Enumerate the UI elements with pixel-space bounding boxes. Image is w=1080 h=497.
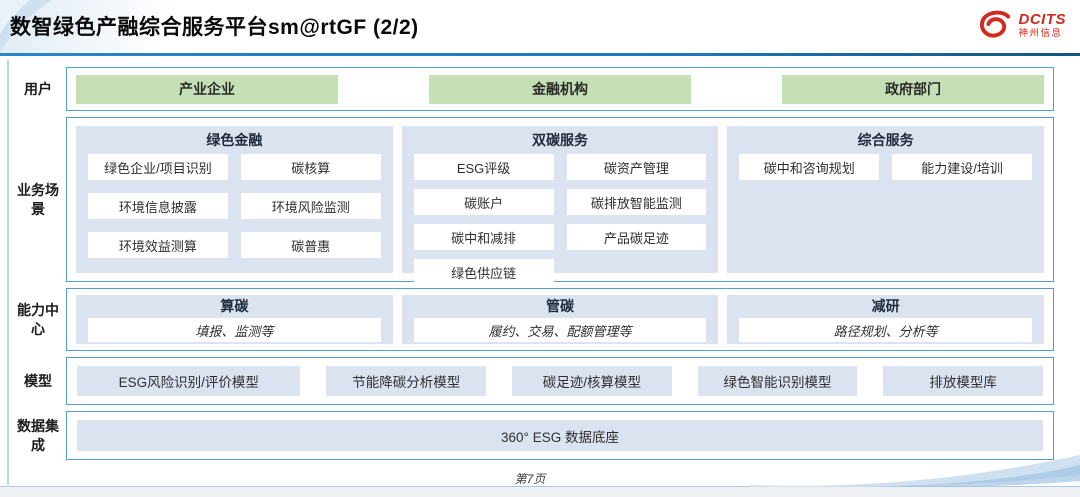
scenario-item: ESG评级 (413, 154, 554, 180)
page-number: 第7页 (514, 472, 546, 486)
scenario-item: 碳账户 (413, 189, 554, 215)
architecture-diagram: 用户 产业企业 金融机构 政府部门 业务场景 绿色金融 绿色企业/项目识别 碳核… (13, 67, 1054, 466)
scenario-item: 碳排放智能监测 (566, 189, 707, 215)
capability-desc: 路径规划、分析等 (739, 318, 1033, 342)
scenario-item: 环境风险监测 (240, 193, 381, 219)
scenario-group-green-finance: 绿色金融 绿色企业/项目识别 碳核算 环境信息披露 环境风险监测 环境效益测算 … (76, 126, 393, 273)
users-container: 产业企业 金融机构 政府部门 (66, 67, 1054, 111)
logo-text-block: DCITS 神州信息 (1019, 12, 1067, 39)
scenario-item: 碳核算 (240, 154, 381, 180)
scenario-group-title: 综合服务 (857, 132, 914, 148)
scenario-items-grid: ESG评级 碳资产管理 碳账户 碳排放智能监测 碳中和减排 产品碳足迹 绿色供应… (413, 154, 707, 285)
logo-brand-text: DCITS (1018, 10, 1066, 28)
user-box-government: 政府部门 (782, 74, 1044, 104)
row-label-models: 模型 (24, 372, 52, 389)
model-box: 绿色智能识别模型 (697, 366, 858, 396)
bottom-strip (0, 487, 1080, 497)
capability-desc: 履约、交易、配额管理等 (413, 318, 707, 342)
row-models: 模型 ESG风险识别/评价模型 节能降碳分析模型 碳足迹/核算模型 绿色智能识别… (13, 357, 1054, 405)
scenario-group-comprehensive: 综合服务 碳中和咨询规划 能力建设/培训 (727, 126, 1045, 273)
scenario-item: 能力建设/培训 (892, 154, 1033, 180)
scenario-group-title: 绿色金融 (206, 132, 263, 148)
user-box-industry: 产业企业 (76, 74, 338, 104)
footer-line (0, 486, 1080, 487)
scenario-item: 碳中和减排 (413, 224, 554, 250)
dcits-swirl-icon (979, 10, 1010, 38)
row-label-capabilities: 能力中心 (17, 302, 59, 337)
model-box: 节能降碳分析模型 (326, 366, 487, 396)
scenarios-container: 绿色金融 绿色企业/项目识别 碳核算 环境信息披露 环境风险监测 环境效益测算 … (66, 117, 1054, 285)
row-scenarios: 业务场景 绿色金融 绿色企业/项目识别 碳核算 环境信息披露 环境风险监测 环境… (13, 117, 1054, 285)
row-data-integration: 数据集成 360° ESG 数据底座 (13, 411, 1054, 460)
row-capabilities: 能力中心 算碳 填报、监测等 管碳 履约、交易、配额管理等 减研 路径规划、分析… (13, 288, 1054, 351)
capability-manage-carbon: 管碳 履约、交易、配额管理等 (401, 295, 719, 344)
scenario-group-title: 双碳服务 (532, 132, 588, 148)
logo-company-text: 神州信息 (1018, 27, 1063, 39)
slide-header: 数智绿色产融综合服务平台sm@rtGF (2/2) DCITS 神州信息 (0, 0, 1080, 56)
model-box: 碳足迹/核算模型 (512, 366, 672, 396)
capability-reduce-research: 减研 路径规划、分析等 (727, 295, 1045, 344)
capability-title: 算碳 (220, 298, 249, 314)
scenario-item: 环境信息披露 (88, 193, 228, 219)
row-label-scenarios: 业务场景 (17, 182, 59, 217)
model-box: 排放模型库 (883, 366, 1043, 396)
scenario-item: 碳普惠 (240, 232, 381, 258)
capability-title: 管碳 (546, 298, 574, 314)
dcits-logo: DCITS 神州信息 (976, 10, 1067, 40)
footer-swoosh-decoration-icon (750, 455, 1080, 489)
scenario-item: 碳中和咨询规划 (739, 154, 880, 180)
scenario-items-grid: 绿色企业/项目识别 碳核算 环境信息披露 环境风险监测 环境效益测算 碳普惠 (88, 154, 381, 258)
left-frame-line (7, 60, 9, 485)
scenario-item: 环境效益测算 (88, 232, 228, 258)
scenario-group-dual-carbon: 双碳服务 ESG评级 碳资产管理 碳账户 碳排放智能监测 碳中和减排 产品碳足迹… (401, 126, 719, 285)
capability-calc-carbon: 算碳 填报、监测等 (76, 295, 393, 344)
scenario-item: 绿色企业/项目识别 (88, 154, 228, 180)
capability-desc: 填报、监测等 (88, 318, 381, 342)
model-box: ESG风险识别/评价模型 (77, 366, 301, 396)
capabilities-container: 算碳 填报、监测等 管碳 履约、交易、配额管理等 减研 路径规划、分析等 (66, 288, 1054, 351)
title-underline (0, 53, 1080, 56)
data-integration-container: 360° ESG 数据底座 (66, 411, 1054, 460)
user-box-finance: 金融机构 (429, 74, 691, 104)
scenario-item: 碳资产管理 (566, 154, 707, 180)
models-container: ESG风险识别/评价模型 节能降碳分析模型 碳足迹/核算模型 绿色智能识别模型 … (66, 357, 1054, 405)
scenario-item: 绿色供应链 (413, 259, 554, 285)
corner-swoosh-decoration-icon (0, 0, 52, 52)
scenario-items-grid: 碳中和咨询规划 能力建设/培训 (739, 154, 1033, 180)
data-foundation-box: 360° ESG 数据底座 (77, 420, 1043, 451)
scenario-item: 产品碳足迹 (566, 224, 707, 250)
row-users: 用户 产业企业 金融机构 政府部门 (13, 67, 1054, 111)
capability-title: 减研 (871, 298, 900, 314)
page-title: 数智绿色产融综合服务平台sm@rtGF (2/2) (10, 16, 419, 39)
row-label-data-integration: 数据集成 (17, 418, 59, 453)
row-label-users: 用户 (24, 80, 52, 97)
